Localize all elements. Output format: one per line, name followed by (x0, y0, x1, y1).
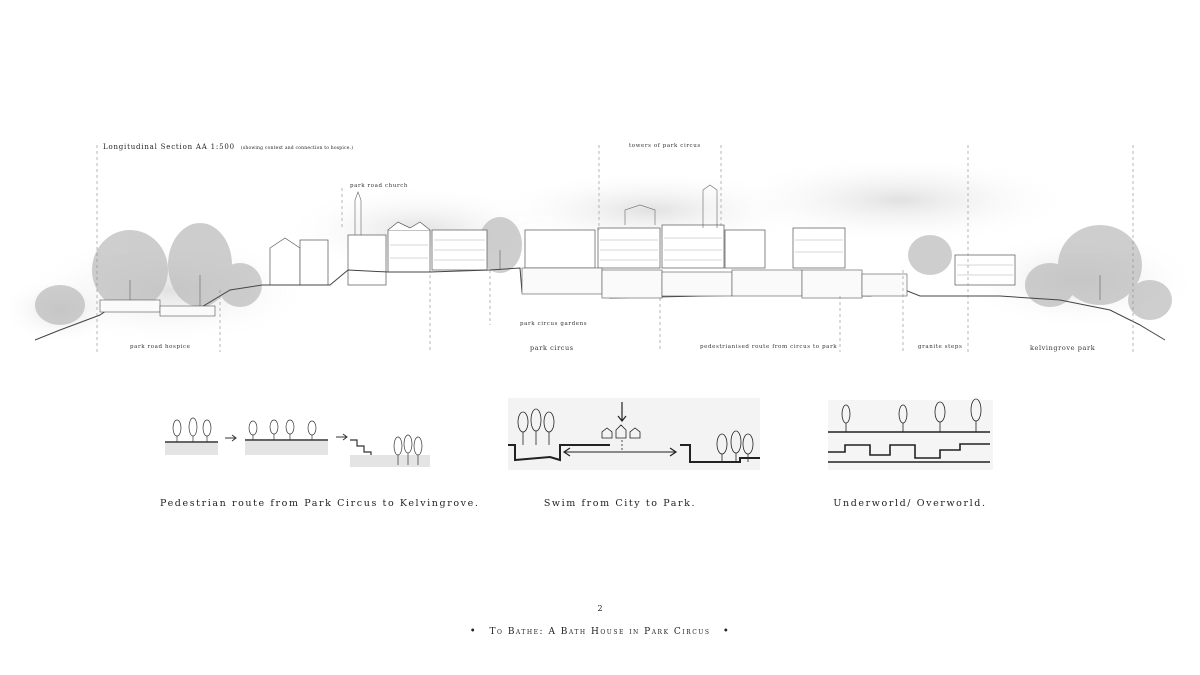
ped-stage-1 (165, 417, 218, 455)
tree-trunks (129, 250, 1101, 310)
pedestrian-route-diagram (165, 417, 430, 467)
section-guide-lines (96, 145, 1134, 352)
label-route: pedestrianised route from circus to park (700, 344, 838, 350)
label-church: park road church (350, 183, 409, 189)
label-park: kelvingrove park (1030, 344, 1096, 352)
caption-pedestrian: Pedestrian route from Park Circus to Kel… (160, 498, 480, 509)
arrow-1 (225, 434, 237, 442)
background-trees (35, 217, 1172, 325)
label-gardens: park circus gardens (520, 321, 588, 327)
label-steps: granite steps (918, 344, 963, 350)
label-hospice: park road hospice (130, 344, 191, 350)
bullet-right: • (722, 626, 731, 637)
bullet-left: • (469, 626, 478, 637)
spires (354, 184, 718, 235)
ped-stage-2 (245, 419, 328, 455)
section-title-text: Longitudinal Section AA 1:500 (103, 143, 235, 151)
section-title-note: (showing context and connection to hospi… (240, 146, 354, 151)
label-circus: park circus (530, 344, 574, 352)
underground-structures (99, 267, 908, 317)
building-windows (390, 237, 1013, 276)
ped-stage-3 (350, 434, 430, 467)
footer-title-block: • To Bathe: A Bath House in Park Circus … (0, 626, 1200, 637)
arrow-2 (336, 433, 348, 441)
footer-title: To Bathe: A Bath House in Park Circus (489, 627, 711, 637)
caption-underworld: Underworld/ Overworld. (833, 498, 987, 509)
caption-swim: Swim from City to Park. (543, 498, 697, 509)
page-number: 2 (597, 604, 603, 613)
underworld-diagram (828, 398, 993, 470)
swim-diagram (508, 398, 760, 470)
label-towers: towers of park circus (629, 143, 701, 149)
building-outlines (269, 221, 1016, 286)
section-title: Longitudinal Section AA 1:500 (showing c… (103, 143, 353, 151)
